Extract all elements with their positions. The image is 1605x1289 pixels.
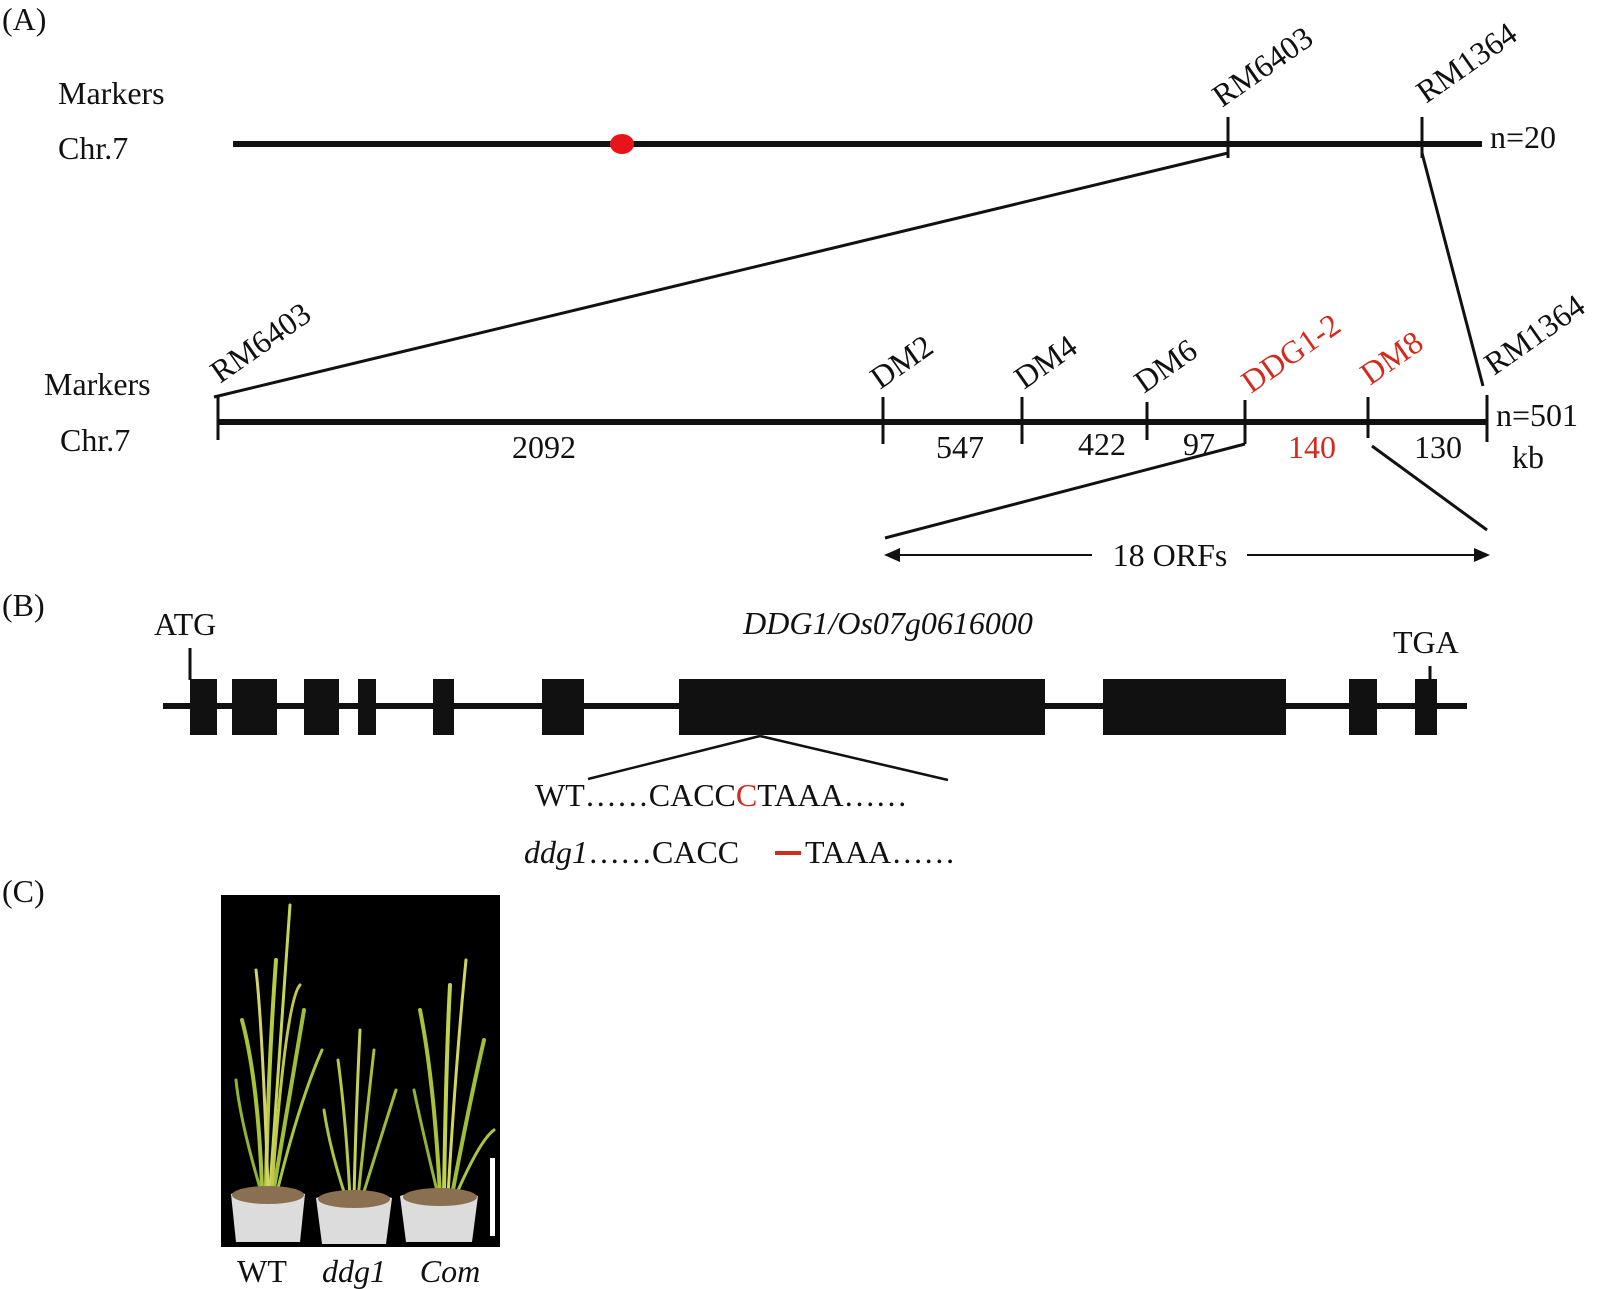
panel-label-c: (C) [2, 873, 45, 909]
mut-sequence-dots-right: …… [891, 834, 955, 870]
plant-photo [221, 895, 500, 1247]
mutation-zoom-line-left [587, 734, 761, 781]
wt-sequence-post: TAAA [757, 777, 843, 813]
mut-sequence-left: ddg1……CACC [524, 834, 739, 870]
exon-9 [1349, 679, 1377, 735]
exon-8 [1103, 679, 1286, 735]
fine-unit-label: kb [1512, 439, 1544, 475]
interval-2092: 2092 [512, 429, 576, 465]
interval-130: 130 [1414, 429, 1462, 465]
gene-name: DDG1/Os07g0616000 [742, 605, 1033, 641]
wt-sequence: WT……CACCCTAAA…… [535, 777, 908, 813]
mut-sequence-dots-left: …… [588, 834, 652, 870]
wt-sequence-label: WT [535, 777, 585, 813]
top-markers-label: Markers [58, 75, 165, 111]
orfs-label: 18 ORFs [1113, 537, 1228, 573]
interval-422: 422 [1078, 426, 1126, 462]
fine-marker-dm6: DM6 [1127, 331, 1203, 399]
top-marker-rm6403: RM6403 [1205, 19, 1319, 114]
exon-5 [433, 679, 454, 735]
mut-sequence-pre: CACC [652, 834, 739, 870]
exon-1 [190, 679, 217, 735]
fine-marker-rm1364: RM1364 [1477, 287, 1591, 382]
stop-codon-label: TGA [1393, 624, 1459, 660]
photo-label-com: Com [420, 1253, 480, 1289]
mut-sequence-label: ddg1 [524, 834, 588, 870]
orf-arrowhead-left [884, 548, 900, 562]
fine-n-label: n=501 [1496, 397, 1578, 433]
wt-sequence-dots-left: …… [585, 777, 649, 813]
soil-wt [232, 1186, 304, 1204]
centromere-marker [610, 134, 634, 154]
top-n-label: n=20 [1490, 119, 1556, 155]
fine-marker-dm8: DM8 [1353, 323, 1429, 391]
soil-ddg1 [318, 1190, 390, 1208]
panel-label-b: (B) [2, 587, 45, 623]
scale-bar [490, 1158, 495, 1236]
fine-marker-ddg1-2: DDG1-2 [1234, 306, 1346, 400]
mutation-zoom-line-right [759, 734, 949, 782]
interval-547: 547 [936, 429, 984, 465]
exon-2 [232, 679, 277, 735]
wt-mutation-site: C [736, 777, 757, 813]
start-codon-label: ATG [154, 606, 216, 642]
fine-marker-dm4: DM4 [1007, 327, 1083, 395]
mut-sequence-post: TAAA [805, 834, 891, 870]
exon-10 [1415, 679, 1437, 735]
fine-marker-dm2: DM2 [863, 327, 939, 395]
exon-6 [542, 679, 584, 735]
wt-sequence-pre: CACC [649, 777, 736, 813]
plant-com [412, 958, 496, 1197]
fine-chr-label: Chr.7 [60, 422, 130, 458]
soil-com [403, 1188, 477, 1206]
interval-140: 140 [1288, 429, 1336, 465]
fine-markers-label: Markers [44, 366, 151, 402]
orf-zoom-line-left [884, 442, 1246, 540]
exon-7 [679, 679, 1045, 735]
plant-pots [231, 1186, 478, 1244]
mut-sequence-right: TAAA…… [805, 834, 955, 870]
exon-4 [358, 679, 376, 735]
exon-3 [304, 679, 339, 735]
photo-label-wt: WT [237, 1253, 287, 1289]
zoom-line-left [213, 151, 1229, 399]
plant-ddg1 [322, 1028, 398, 1200]
top-marker-rm1364: RM1364 [1409, 15, 1523, 110]
wt-sequence-dots-right: …… [844, 777, 908, 813]
panel-label-a: (A) [2, 1, 46, 37]
orf-zoom-line-right [1371, 444, 1488, 532]
photo-label-ddg1: ddg1 [322, 1253, 386, 1289]
top-chr-label: Chr.7 [58, 130, 128, 166]
zoom-line-right [1420, 152, 1485, 387]
orf-arrowhead-right [1474, 548, 1490, 562]
plant-wt [234, 903, 324, 1190]
